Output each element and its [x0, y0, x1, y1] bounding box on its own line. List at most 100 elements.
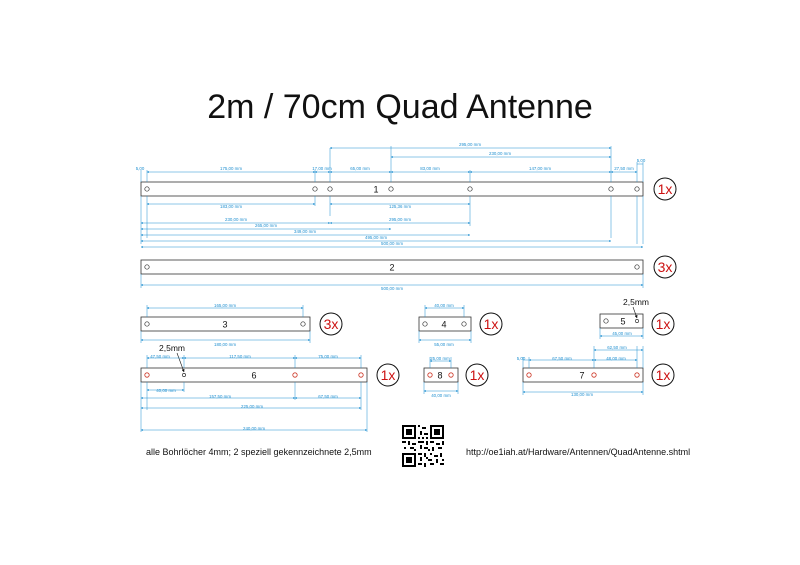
dimension-label: 5,00 — [517, 356, 526, 361]
hole — [144, 264, 150, 270]
dimension-label: 225,00 mm — [241, 404, 263, 409]
part-7-dimensions — [522, 346, 644, 395]
part-5-bar — [599, 313, 644, 329]
quantity-badge: 3x — [319, 312, 343, 336]
quantity-label: 1x — [470, 367, 485, 383]
hole — [461, 321, 467, 327]
hole — [292, 372, 298, 378]
part-4: 4 40,00 mm 55,00 mm 1x — [418, 303, 503, 347]
dimension-label: 265,00 mm — [255, 223, 277, 228]
part-label: 7 — [579, 371, 584, 381]
dimension-label: 62,50 mm — [607, 345, 627, 350]
special-hole-label: 2,5mm — [159, 343, 185, 353]
dimension-label: 117,50 mm — [229, 354, 251, 359]
part-6-dimensions — [140, 355, 368, 432]
dimension-label: 75,00 mm — [318, 354, 338, 359]
dimension-label: 47,50 mm — [150, 354, 170, 359]
dimension-label: 40,00 mm — [431, 393, 451, 398]
dimension-label: 17,00 mm — [312, 166, 332, 171]
hole — [608, 186, 614, 192]
dimension-label: 83,00 mm — [420, 166, 440, 171]
special-hole — [635, 319, 639, 323]
dimension-label: 5,00 — [637, 158, 646, 163]
hole — [427, 372, 433, 378]
dimension-label: 125,36 mm — [389, 204, 411, 209]
dimension-label: 40,00 mm — [434, 303, 454, 308]
quantity-badge: 1x — [653, 177, 677, 201]
part-3-bar — [140, 316, 311, 332]
special-hole-pointer — [632, 306, 638, 319]
dimension-label: 240,00 mm — [243, 426, 265, 431]
part-label: 5 — [620, 317, 625, 327]
hole — [312, 186, 318, 192]
hole — [603, 318, 609, 324]
hole — [526, 372, 532, 378]
part-2-bar — [140, 259, 644, 275]
quantity-badge: 1x — [651, 312, 675, 336]
dimension-label: 40,00 mm — [156, 388, 176, 393]
dimension-label: 157,50 mm — [209, 394, 231, 399]
part-6-dim-labels: 47,50 mm 117,50 mm 75,00 mm 40,00 mm 157… — [150, 354, 338, 431]
part-4-dimensions — [418, 305, 472, 343]
hole — [448, 372, 454, 378]
quantity-label: 1x — [381, 367, 396, 383]
dimension-label: 183,00 mm — [220, 204, 242, 209]
part-label: 6 — [251, 371, 256, 381]
dimension-label: 5,00 — [136, 166, 145, 171]
part-1: 1 — [136, 142, 677, 248]
part-4-bar — [418, 316, 472, 332]
dimension-label: 230,00 mm — [489, 151, 511, 156]
dimension-label: 165,00 mm — [214, 303, 236, 308]
part-7-dim-labels: 5,00 67,50 mm 48,00 mm 62,50 mm 130,00 m… — [517, 345, 627, 397]
dimension-label: 230,00 mm — [225, 217, 247, 222]
dimension-label: 48,00 mm — [606, 356, 626, 361]
quantity-label: 1x — [484, 316, 499, 332]
part-label: 2 — [389, 263, 394, 273]
page-title: 2m / 70cm Quad Antenne — [207, 88, 593, 126]
dimension-label: 495,00 mm — [365, 235, 387, 240]
dimension-label: 500,00 mm — [381, 286, 403, 291]
part-8: 8 25,00 mm 40,00 mm 1x — [423, 356, 489, 398]
part-8-bar — [423, 367, 459, 383]
quantity-badge: 1x — [465, 363, 489, 387]
quantity-badge: 3x — [653, 255, 677, 279]
special-hole — [182, 373, 186, 377]
special-hole-label: 2,5mm — [623, 297, 649, 307]
special-hole-pointer — [176, 352, 185, 373]
dimension-label: 295,00 mm — [389, 217, 411, 222]
hole — [144, 372, 150, 378]
dimension-label: 500,00 mm — [381, 241, 403, 246]
part-8-dimensions — [423, 357, 459, 394]
quantity-label: 3x — [324, 316, 339, 332]
hole — [634, 186, 640, 192]
dimension-label: 147,00 mm — [529, 166, 551, 171]
hole — [144, 186, 150, 192]
quantity-label: 1x — [658, 181, 673, 197]
part-6: 6 2,5mm 47,50 mm 117,50 mm 75,00 — [140, 343, 400, 432]
part-2: 2 500,00 mm 3x — [140, 255, 677, 291]
hole — [591, 372, 597, 378]
hole — [422, 321, 428, 327]
hole — [634, 264, 640, 270]
part-3: 3 165,00 mm 180,00 mm 3x — [140, 303, 343, 347]
hole — [358, 372, 364, 378]
quantity-label: 1x — [656, 316, 671, 332]
qr-code — [402, 425, 444, 467]
dimension-label: 349,00 mm — [294, 229, 316, 234]
part-label: 1 — [373, 185, 378, 195]
hole — [634, 372, 640, 378]
part-5: 5 2,5mm 45,00 mm 1x — [599, 297, 675, 339]
quantity-badge: 1x — [479, 312, 503, 336]
part-6-bar — [140, 367, 368, 383]
dimension-label: 295,00 mm — [459, 142, 481, 147]
hole — [388, 186, 394, 192]
dimension-label: 130,00 mm — [571, 392, 593, 397]
quantity-badge: 1x — [651, 363, 675, 387]
part-3-dimensions — [140, 305, 311, 343]
part-7-bar — [522, 367, 644, 383]
dimension-label: 65,00 mm — [350, 166, 370, 171]
dimension-label: 25,00 mm — [430, 356, 450, 361]
part-5-dimensions — [599, 328, 644, 339]
dimension-label: 67,50 mm — [552, 356, 572, 361]
